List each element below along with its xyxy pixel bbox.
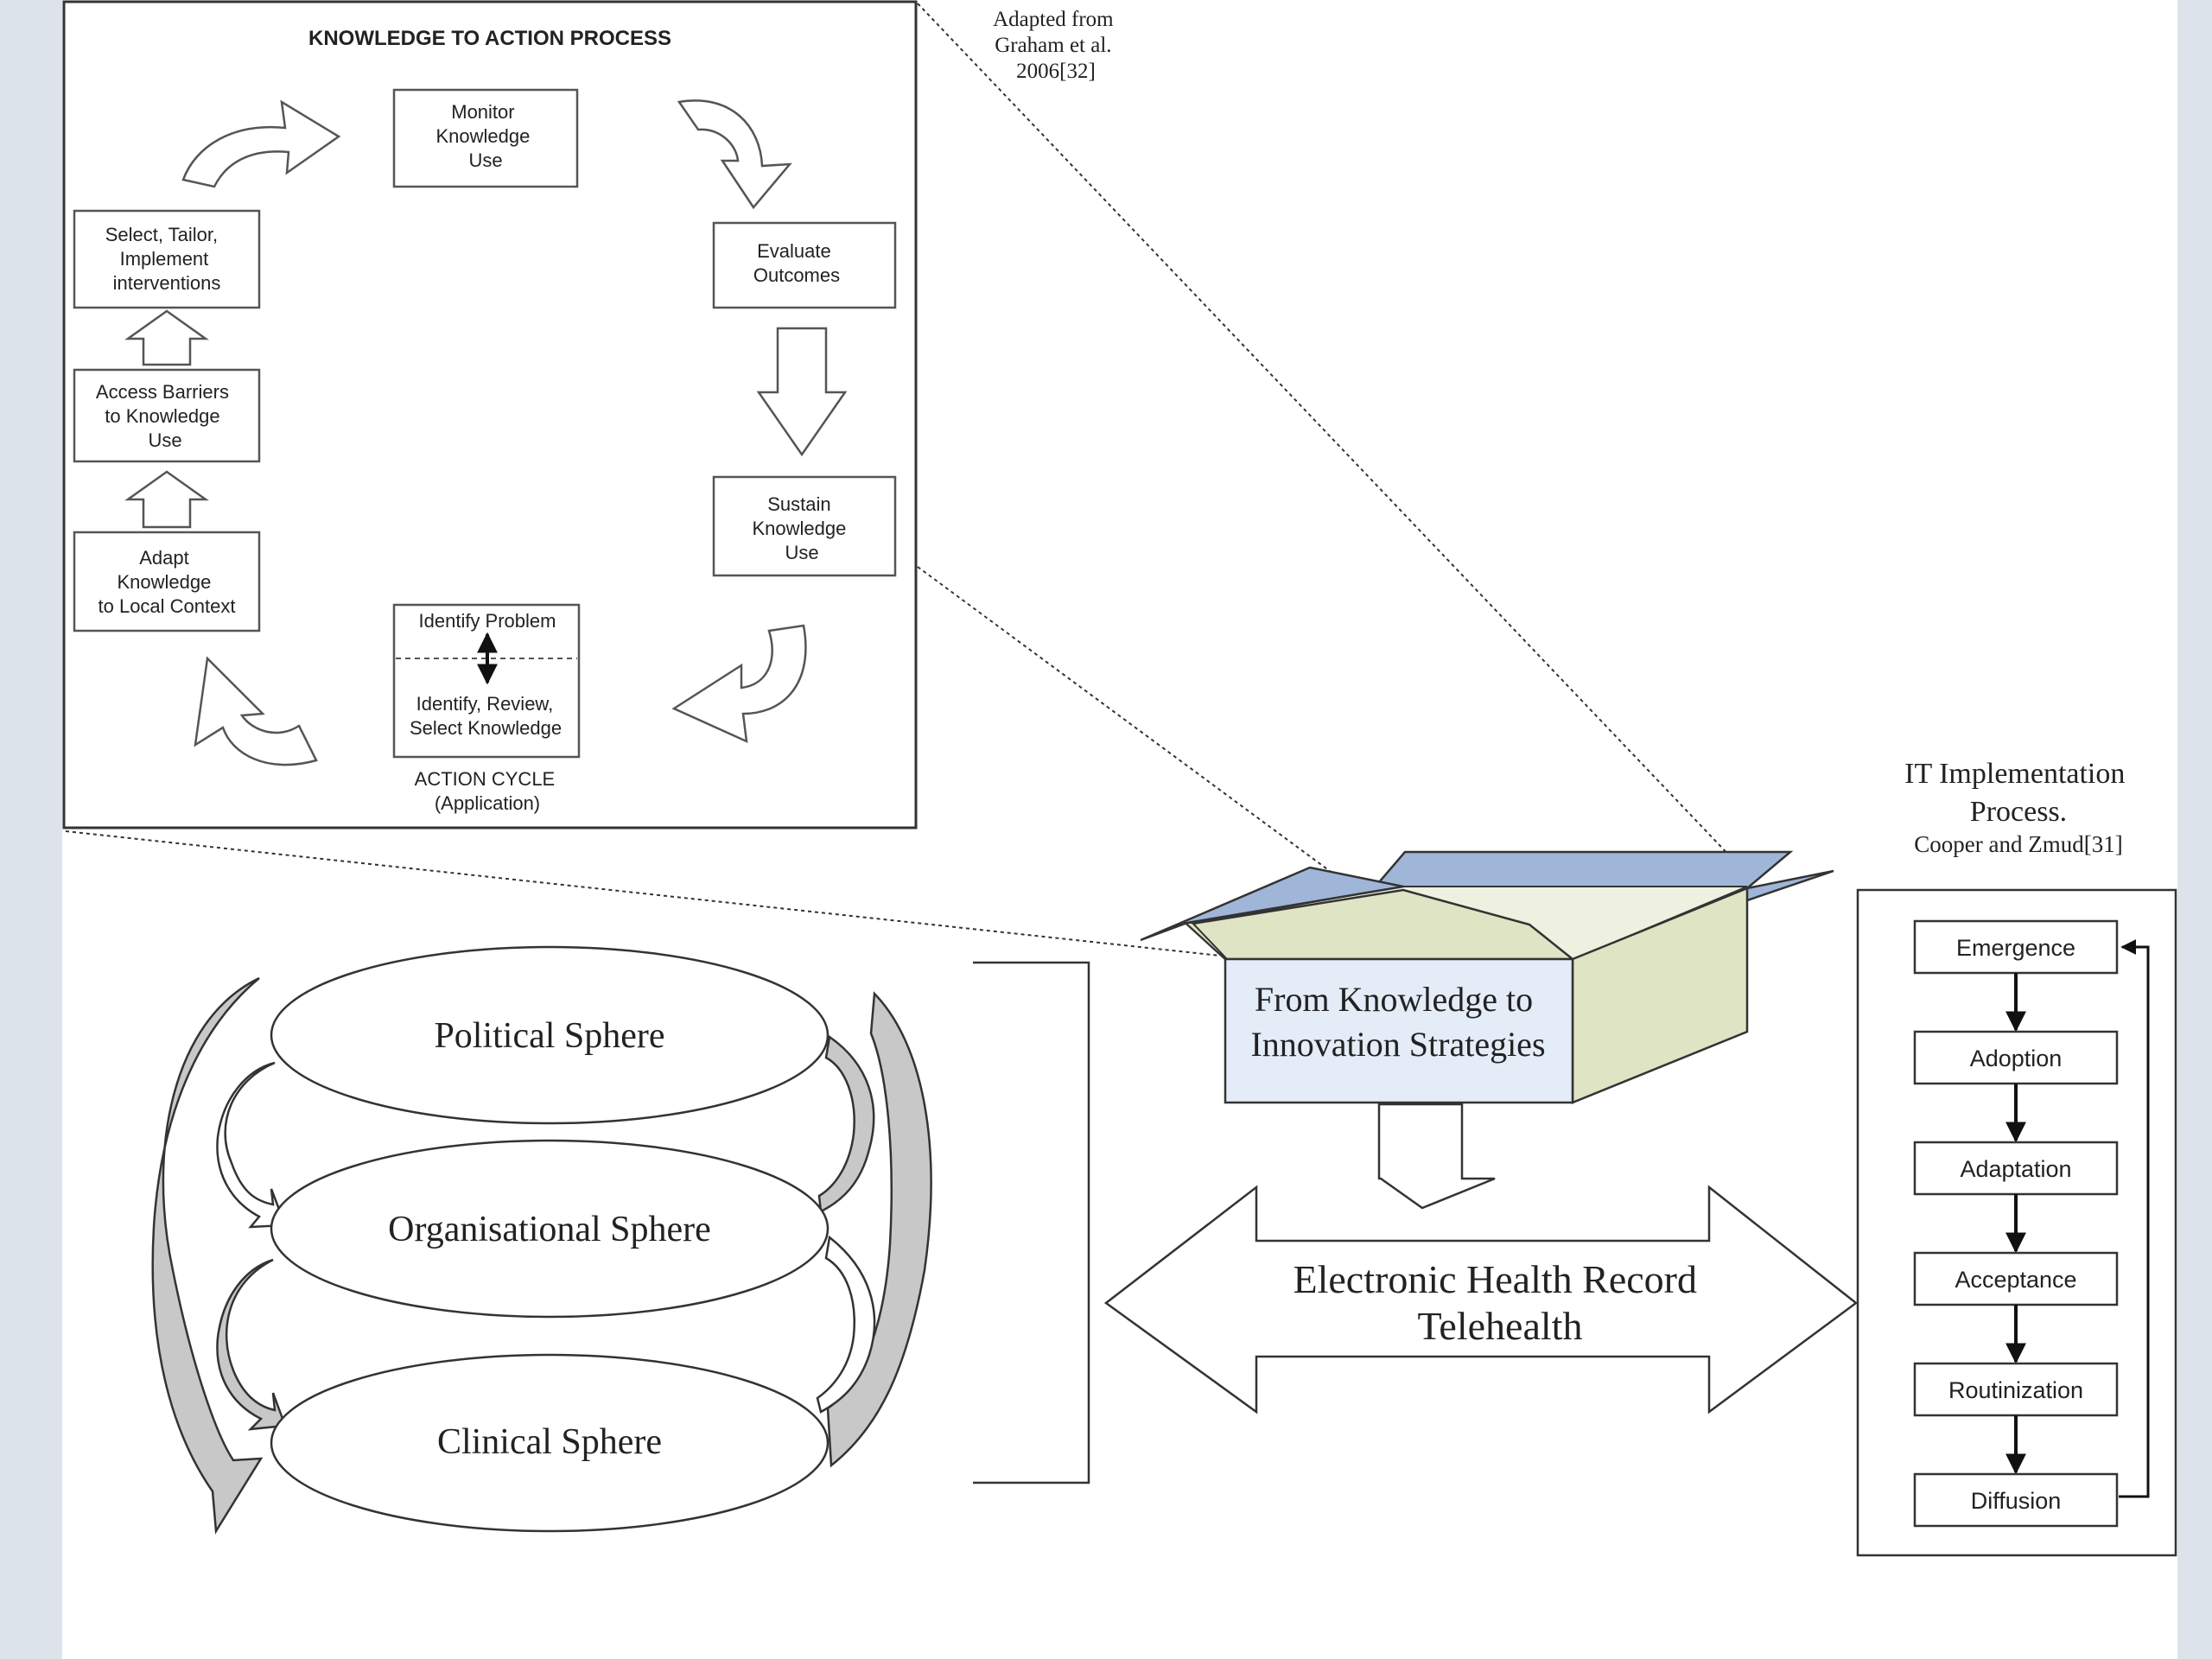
kta-panel: KNOWLEDGE TO ACTION PROCESS Monitor Know… (62, 0, 918, 830)
curved-arrow-sustain-identify (671, 624, 807, 744)
spheres-group: Political Sphere Organisational Sphere C… (151, 945, 932, 1535)
stage-label: Acceptance (1955, 1267, 2076, 1293)
stage-adaptation: Adaptation (1913, 1141, 2119, 1254)
svg-text:Access Barriers to Kno: Access Barriers to Knowledge Use (96, 381, 234, 451)
clinical-sphere (270, 1353, 830, 1533)
it-process-panel: IT Implementation Process. Cooper and Zm… (1856, 758, 2177, 1557)
stage-label: Adaptation (1960, 1156, 2071, 1182)
step-evaluate: Evaluate Outcomes (712, 221, 897, 309)
swirl-left-lower (216, 1258, 287, 1431)
swirl-right-lower (816, 1235, 876, 1414)
svg-text:Identify, Review, Sele: Identify, Review, Select Knowledge (410, 693, 562, 739)
stage-label: Adoption (1970, 1046, 2063, 1071)
kta-title: KNOWLEDGE TO ACTION PROCESS (308, 27, 671, 50)
feedback-arrow (2119, 939, 2150, 1498)
ehr-label: Electronic Health Record Telehealth (1294, 1257, 1707, 1348)
political-sphere-label: Political Sphere (434, 1016, 664, 1056)
svg-text:Sustain Knowledge: Sustain Knowledge Use (753, 493, 852, 563)
swirl-left-upper (216, 1061, 287, 1229)
zoom-guide-lines (65, 3, 1753, 957)
step-monitor: Monitor Knowledge Use (392, 88, 579, 188)
organisational-sphere (270, 1139, 830, 1319)
clinical-sphere-label: Clinical Sphere (437, 1422, 662, 1462)
step-adapt: Adapt Knowledge to Local Context (73, 531, 261, 632)
box-back-flap (1371, 850, 1794, 890)
arrow-up-adapt-access (124, 470, 209, 529)
stage-box (1913, 919, 2119, 975)
stage-label: Routinization (1948, 1377, 2083, 1403)
stage-box (1913, 1030, 2119, 1085)
identify-problem-label: Identify Problem (419, 610, 556, 632)
swirl-right-outer (826, 991, 932, 1468)
stage-acceptance: Acceptance (1913, 1251, 2119, 1364)
stage-label: Emergence (1956, 935, 2075, 961)
swirl-left-outer (151, 976, 264, 1535)
it-process-source: Cooper and Zmud[31] (1914, 831, 2122, 857)
step-sustain: Sustain Knowledge Use (712, 475, 897, 577)
step-select: Select, Tailor, Implement interventions (73, 209, 261, 309)
curved-arrow-monitor-evaluate (677, 99, 792, 210)
box-front-panel (1224, 957, 1574, 1104)
kta-source-citation: Adapted from Graham et al. 2006[32] (993, 8, 1119, 83)
curved-arrow-select-monitor (181, 99, 341, 188)
svg-text:Monitor Knowledge: Monitor Knowledge Use (436, 101, 536, 171)
svg-text:Select, Tailor, Implem: Select, Tailor, Implement interventions (105, 224, 224, 294)
svg-text:Adapt Knowledge: Adapt Knowledge to Local Context (99, 547, 236, 617)
step-identify: Identify Problem Identify, Review, Selec… (392, 603, 581, 759)
stage-routinization: Routinization (1913, 1362, 2119, 1475)
arrow-up-access-select (124, 309, 209, 366)
it-stages: EmergenceAdoptionAdaptationAcceptanceRou… (1913, 919, 2119, 1528)
stage-box (1913, 1141, 2119, 1196)
stage-box (1913, 1472, 2119, 1528)
step-access: Access Barriers to Knowledge Use (73, 368, 261, 463)
arrow-box-to-ehr (1377, 1103, 1496, 1210)
curved-arrow-identify-adapt (194, 656, 318, 766)
organisational-sphere-label: Organisational Sphere (388, 1210, 711, 1249)
arrow-down-evaluate-sustain (756, 327, 848, 457)
stage-emergence: Emergence (1913, 919, 2119, 1033)
innovation-box: From Knowledge to Innovation Strategies (1140, 850, 1834, 1104)
it-process-title: IT Implementation Process. (1904, 758, 2133, 828)
stage-adoption: Adoption (1913, 1030, 2119, 1143)
stage-label: Diffusion (1971, 1488, 2062, 1514)
box-left-flap (1140, 866, 1404, 942)
stage-diffusion: Diffusion (1913, 1472, 2119, 1528)
action-cycle-label: ACTION CYCLE (Application) (415, 768, 561, 814)
ehr-double-arrow: Electronic Health Record Telehealth (1103, 1185, 1859, 1414)
political-sphere (270, 945, 830, 1125)
svg-text:Evaluate Outcomes: Evaluate Outcomes (753, 240, 840, 286)
box-label: From Knowledge to Innovation Strategies (1250, 980, 1545, 1064)
spheres-bracket (973, 961, 1090, 1484)
